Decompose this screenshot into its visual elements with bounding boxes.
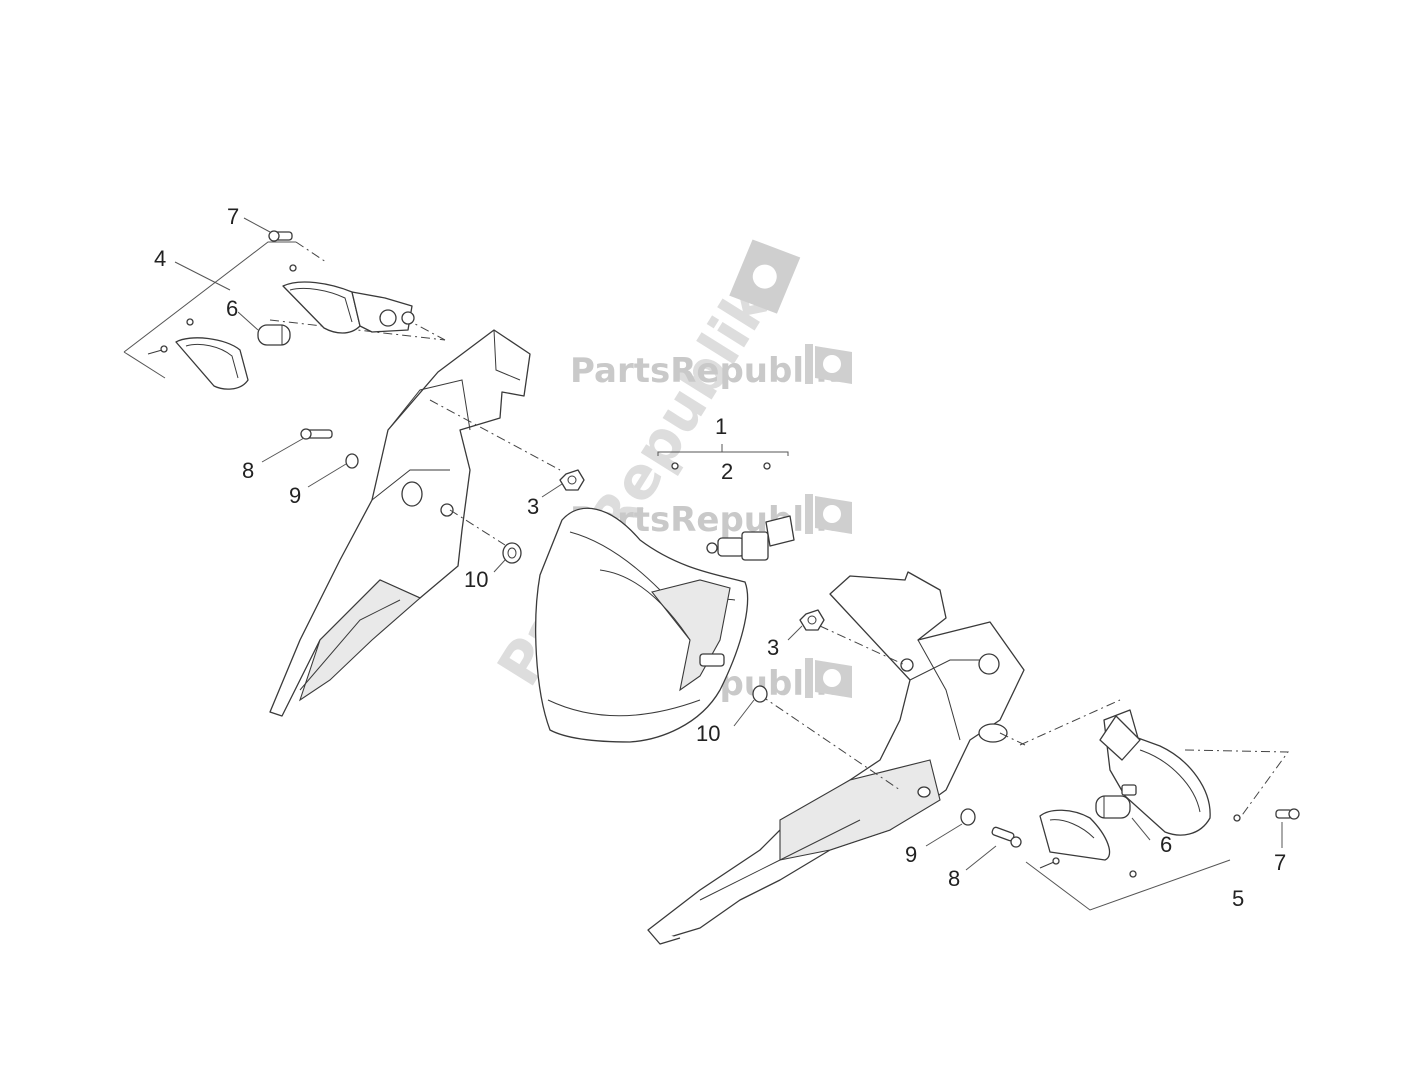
- callout-8-left: 8: [242, 458, 254, 483]
- callout-3-left: 3: [527, 494, 539, 519]
- turn-signal-left-assembly: [123, 230, 446, 390]
- washer-left-9: [345, 453, 359, 469]
- callout-7-right: 7: [1274, 850, 1286, 875]
- callout-labels: 7 4 6 8 9 3 10 1 2 3 10 9 8 6 7 5: [154, 204, 1286, 911]
- headlight-rivet-2: [763, 462, 771, 470]
- watermark-middle-logo-icon: [805, 494, 852, 534]
- turn-signal-right-lens: [1039, 809, 1111, 861]
- callout-9-right: 9: [905, 842, 917, 867]
- rivet-left-top: [289, 264, 297, 272]
- callout-8-right: 8: [948, 866, 960, 891]
- right-side-panel: [647, 571, 1026, 945]
- screw-left-8: [300, 428, 333, 440]
- headlight-rivet-1: [671, 462, 679, 470]
- callout-6-left: 6: [226, 296, 238, 321]
- screw-right-lens: [1039, 857, 1060, 869]
- nut-right-3: [799, 609, 825, 631]
- callout-9-left: 9: [289, 483, 301, 508]
- headlight-bulb: [706, 515, 795, 561]
- washer-right-9: [960, 808, 976, 826]
- leader-lines: [174, 217, 1283, 871]
- callout-2: 2: [721, 459, 733, 484]
- watermark-top-text: PartsRepublik: [570, 351, 840, 391]
- watermark-large-logo-icon: [729, 239, 801, 314]
- callout-10-right: 10: [696, 721, 720, 746]
- watermark-top: PartsRepublik: [570, 344, 852, 391]
- callout-4: 4: [154, 246, 166, 271]
- callout-5: 5: [1232, 886, 1244, 911]
- nut-left-3: [559, 469, 585, 491]
- screw-right-signal-7: [1275, 808, 1300, 820]
- turn-signal-right-body: [1099, 709, 1211, 836]
- rivet-right-signal: [1233, 814, 1241, 822]
- watermark-bottom-logo-icon: [805, 658, 852, 698]
- screw-left-lens: [147, 345, 168, 355]
- left-side-panel: [269, 329, 561, 717]
- watermark-top-logo-icon: [805, 344, 852, 384]
- headlight-assembly: [535, 444, 795, 743]
- bulb-left: [257, 324, 291, 346]
- screw-left-signal-7: [268, 230, 293, 242]
- grommet-right-10: [752, 685, 768, 703]
- bulb-right: [1095, 795, 1131, 819]
- rivet-left-lens: [186, 318, 194, 326]
- headlight-housing: [535, 507, 749, 743]
- callout-10-left: 10: [464, 567, 488, 592]
- callout-1: 1: [715, 414, 727, 439]
- callout-7-left: 7: [227, 204, 239, 229]
- turn-signal-left-body: [282, 281, 415, 334]
- callout-6-right: 6: [1160, 832, 1172, 857]
- grommet-left-10: [502, 542, 522, 564]
- rivet-right-lens: [1129, 870, 1137, 878]
- turn-signal-right-assembly: [1019, 699, 1300, 911]
- screw-right-8: [991, 826, 1022, 848]
- callout-3-right: 3: [767, 635, 779, 660]
- turn-signal-left-lens: [175, 337, 249, 390]
- watermark-middle: PartsRepublik: [570, 494, 852, 540]
